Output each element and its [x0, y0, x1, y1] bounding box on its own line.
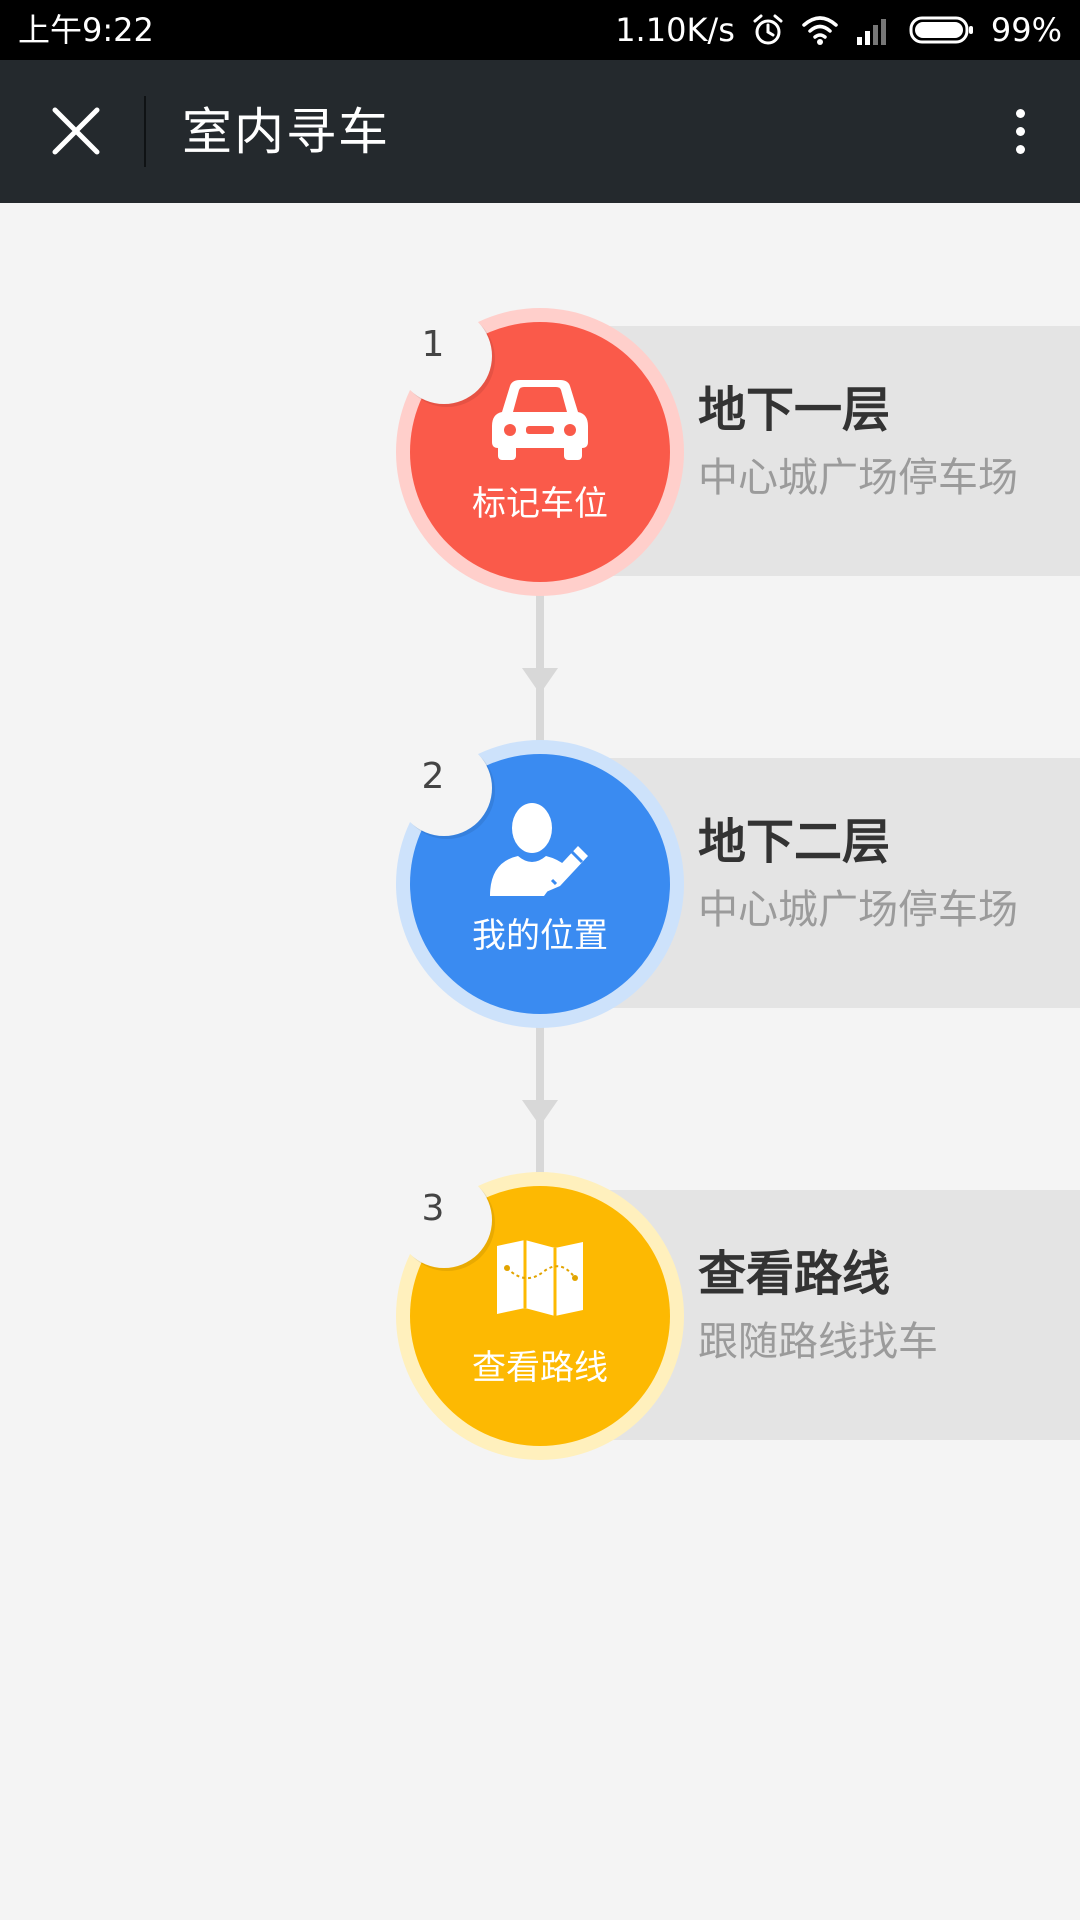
alarm-icon: [751, 13, 785, 47]
arrow-down-icon: [522, 1100, 558, 1126]
step-circle-label: 查看路线: [472, 1348, 608, 1388]
battery-level: 99%: [990, 11, 1062, 49]
wifi-icon: [801, 14, 839, 46]
status-bar: 上午9:22 1.10K/s: [0, 0, 1080, 60]
person-edit-icon: [490, 803, 588, 896]
step-circle-label: 标记车位: [472, 484, 608, 524]
step-circle-label: 我的位置: [472, 916, 608, 956]
more-options-button[interactable]: [990, 91, 1050, 171]
car-icon: [492, 380, 588, 460]
step-number-badge: 1: [396, 308, 492, 404]
status-indicators: 1.10K/s: [615, 10, 1062, 50]
close-icon: [52, 107, 100, 155]
my-location-button[interactable]: 我的位置 2: [396, 740, 684, 1028]
more-vertical-icon: [1015, 108, 1025, 118]
map-icon: [497, 1240, 583, 1316]
floor-title: 地下二层: [698, 814, 891, 870]
view-route-button[interactable]: 查看路线 3: [396, 1172, 684, 1460]
signal-icon: [855, 15, 893, 45]
status-time: 上午9:22: [18, 11, 154, 49]
floor-title: 地下一层: [698, 382, 891, 438]
title-divider: [144, 96, 146, 167]
floor-subtitle: 中心城广场停车场: [698, 887, 1018, 933]
floor-subtitle: 中心城广场停车场: [698, 455, 1018, 501]
floor-title: 查看路线: [698, 1246, 891, 1302]
arrow-down-icon: [522, 668, 558, 694]
close-button[interactable]: [36, 91, 116, 171]
step-connector: [536, 592, 544, 742]
title-bar: 室内寻车: [0, 60, 1080, 203]
step-number-badge: 3: [396, 1172, 492, 1268]
battery-icon: [909, 15, 975, 45]
page-title: 室内寻车: [182, 103, 390, 161]
step-number-badge: 2: [396, 740, 492, 836]
step-info-panel[interactable]: 地下一层 中心城广场停车场: [600, 326, 1080, 576]
network-speed: 1.10K/s: [615, 11, 735, 49]
floor-subtitle: 跟随路线找车: [698, 1319, 938, 1365]
mark-parking-button[interactable]: 标记车位 1: [396, 308, 684, 596]
